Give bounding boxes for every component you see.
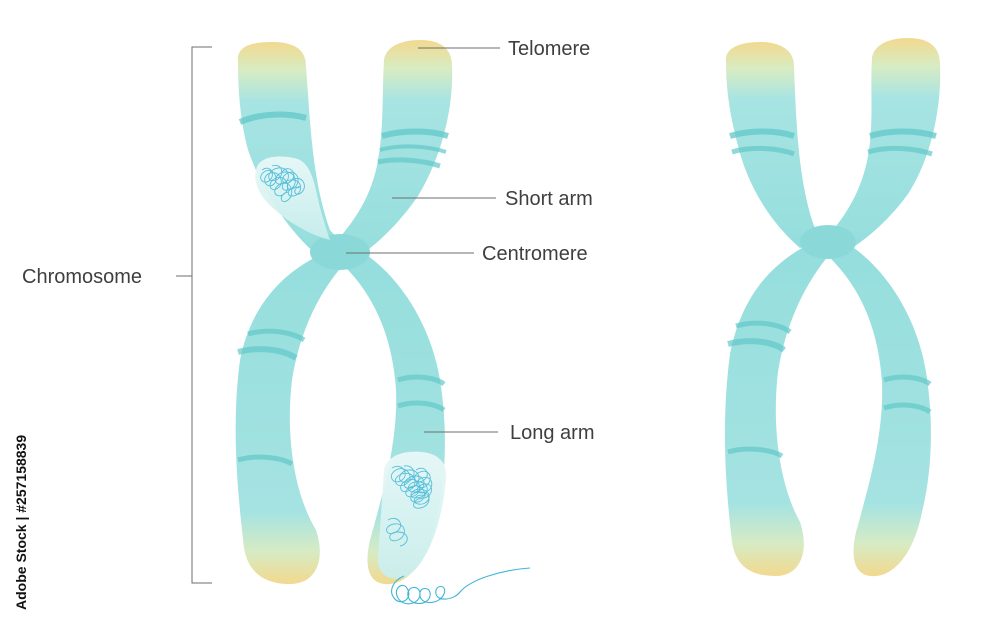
dna-coil-lower bbox=[386, 465, 433, 547]
band bbox=[238, 111, 307, 125]
long-arm-label: Long arm bbox=[510, 422, 595, 444]
labelled-chromosome bbox=[235, 40, 531, 605]
band bbox=[237, 454, 294, 467]
leader-lines bbox=[176, 46, 500, 584]
chromosome-bracket bbox=[191, 46, 212, 584]
band bbox=[883, 374, 932, 387]
band bbox=[397, 400, 446, 413]
upper-cutaway bbox=[255, 156, 330, 240]
band bbox=[869, 128, 937, 139]
band bbox=[735, 320, 792, 335]
upper-left-arm bbox=[237, 42, 346, 256]
telomere-label: Telomere bbox=[508, 38, 590, 60]
band bbox=[381, 128, 449, 139]
short-arm-label: Short arm bbox=[505, 188, 593, 210]
lower-cutaway bbox=[377, 451, 447, 579]
band bbox=[247, 328, 306, 343]
band bbox=[729, 128, 795, 139]
band bbox=[727, 338, 786, 353]
band bbox=[883, 402, 932, 415]
dna-coil-upper bbox=[260, 164, 305, 203]
band bbox=[237, 346, 298, 361]
band bbox=[727, 446, 784, 459]
chromosome-label: Chromosome bbox=[22, 266, 142, 288]
plain-chromosome bbox=[724, 38, 941, 577]
upper-left-arm bbox=[725, 42, 828, 248]
band bbox=[377, 157, 441, 169]
lower-left-arm bbox=[724, 248, 830, 576]
dna-strand bbox=[391, 567, 531, 605]
band bbox=[379, 144, 447, 154]
band bbox=[397, 374, 446, 387]
centromere-label: Centromere bbox=[482, 243, 588, 265]
upper-right-arm bbox=[826, 38, 941, 252]
lower-right-arm bbox=[826, 248, 931, 577]
centromere bbox=[310, 234, 370, 270]
stock-id-text: Adobe Stock | #257158839 bbox=[13, 435, 29, 610]
lower-left-arm bbox=[235, 256, 346, 584]
band bbox=[731, 145, 795, 157]
band bbox=[867, 145, 933, 157]
centromere bbox=[800, 225, 856, 259]
